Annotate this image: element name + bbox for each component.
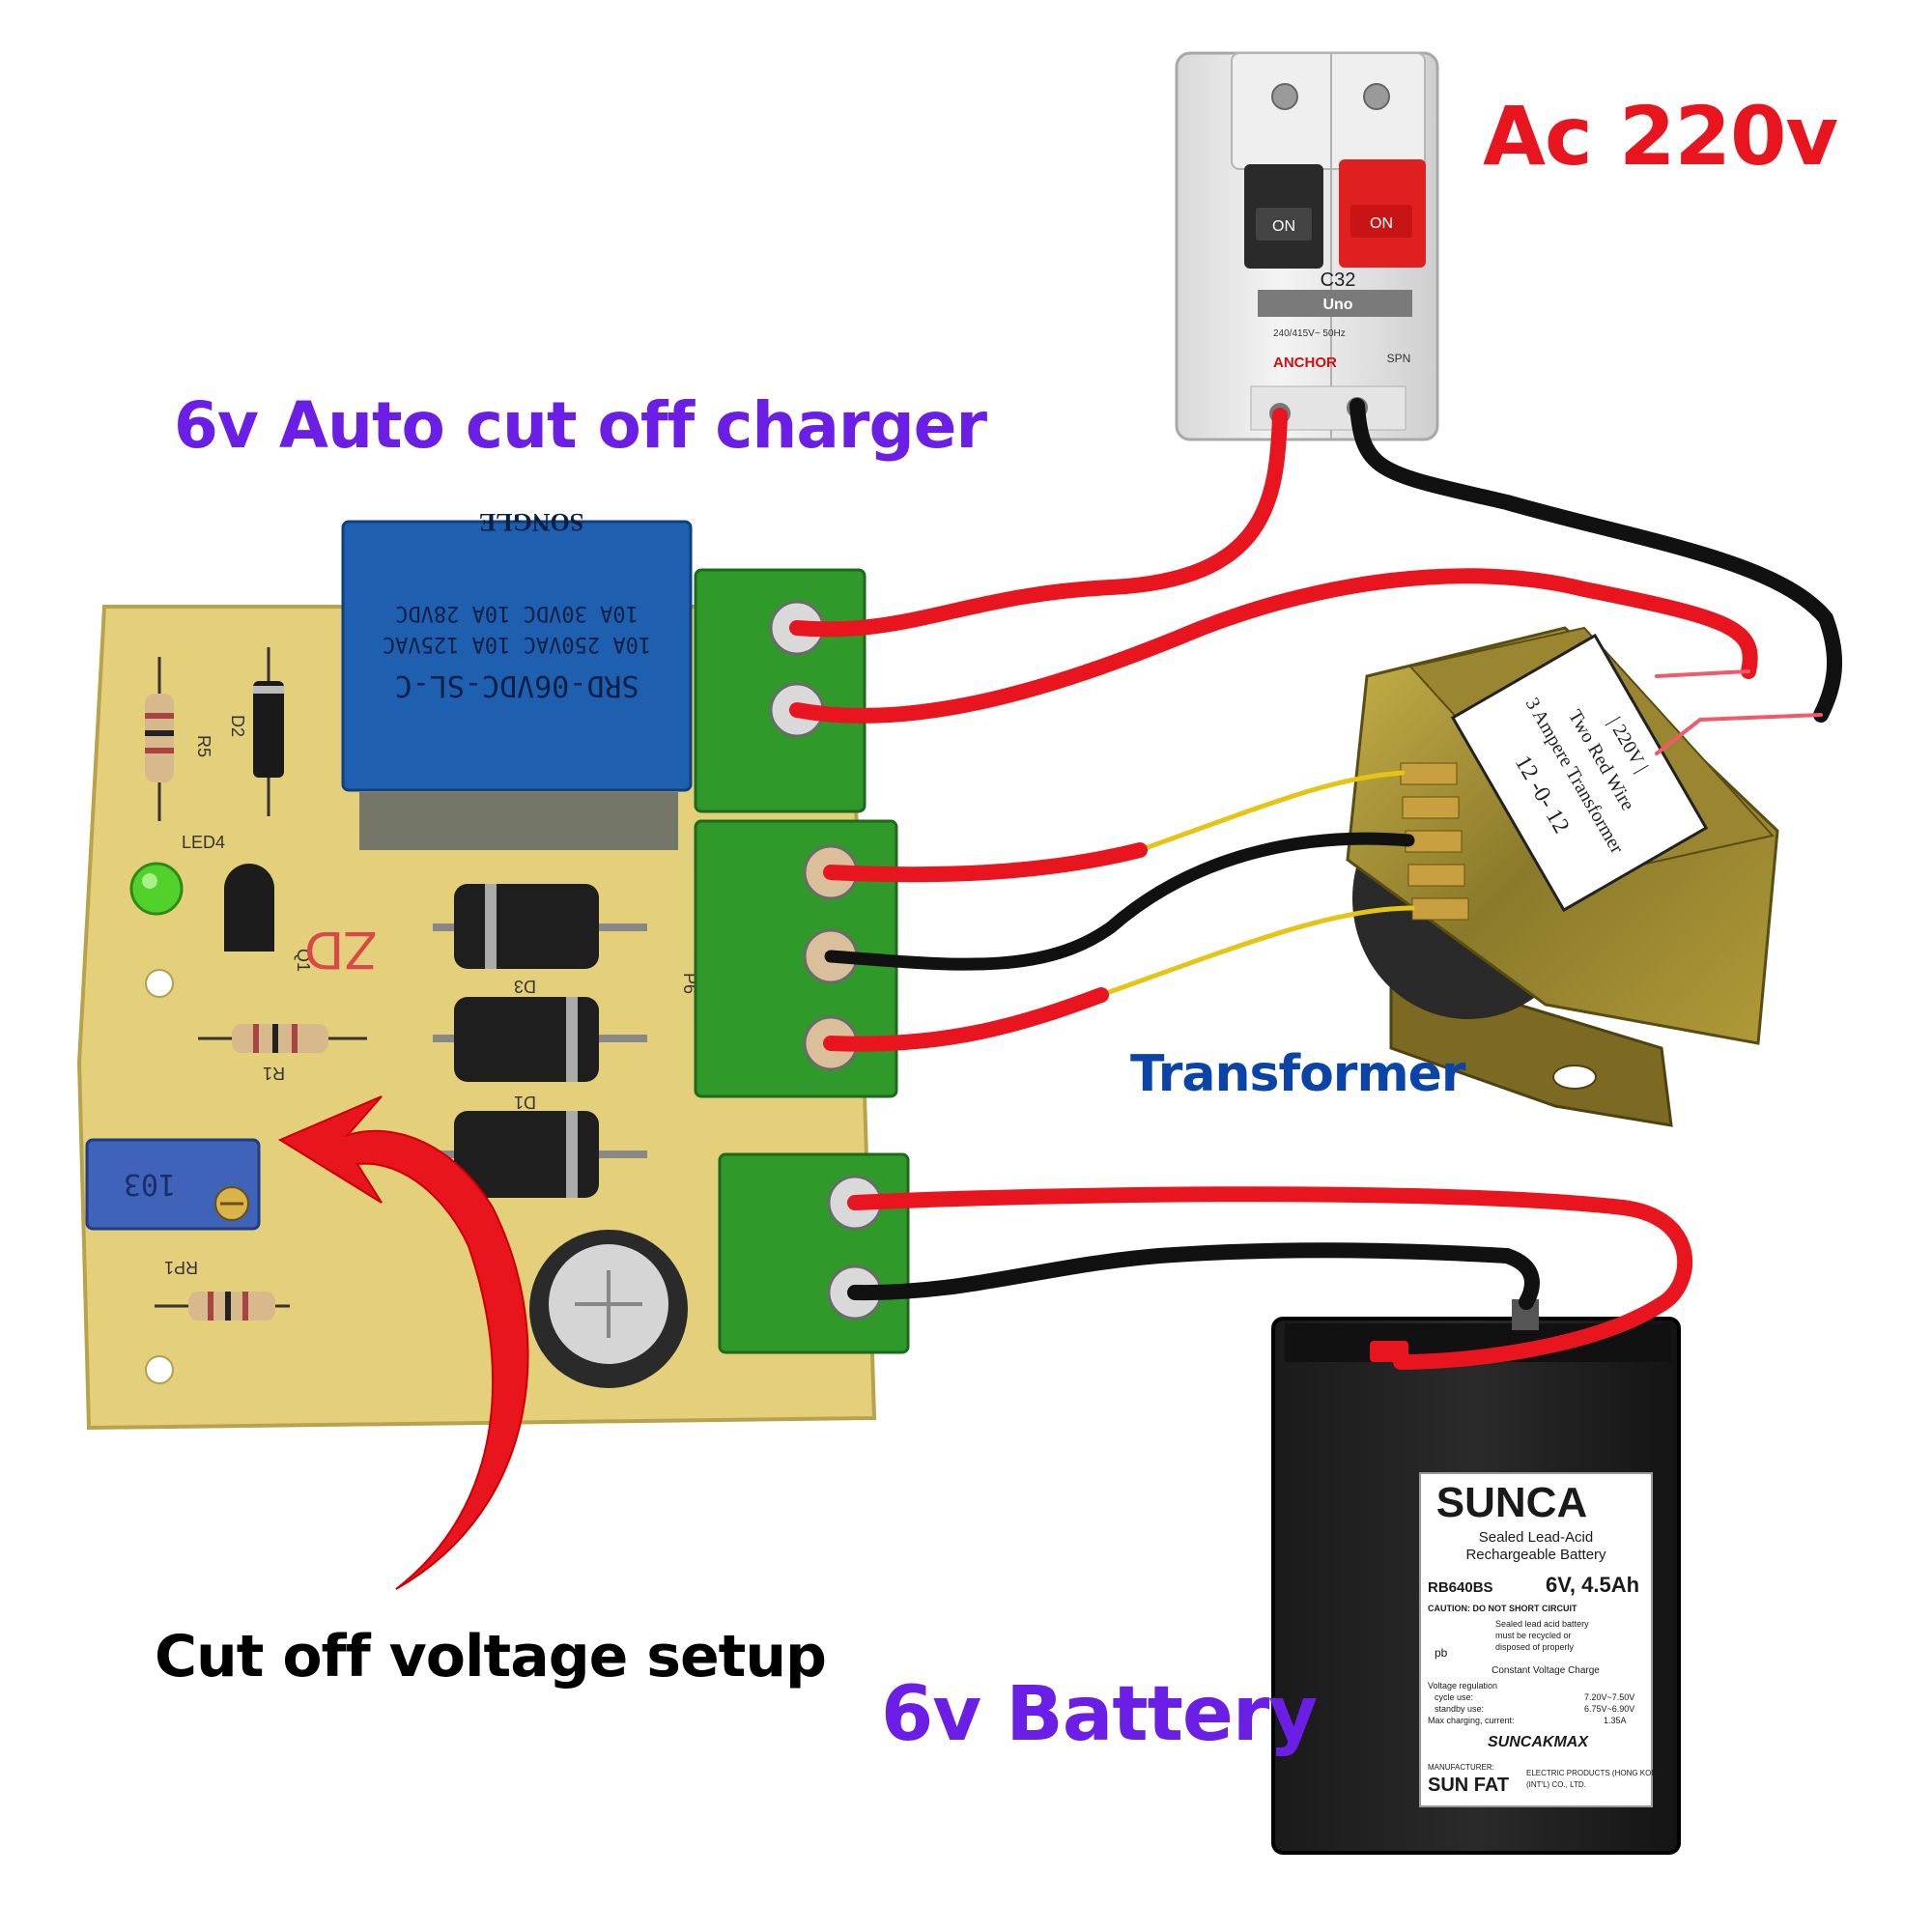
transformer-label-text: Transformer [1130, 1045, 1466, 1103]
breaker-model: Uno [1322, 297, 1352, 313]
resistor-r5 [145, 657, 174, 821]
battery-standby: standby use: [1435, 1704, 1484, 1714]
silk-q1: Q1 [294, 949, 313, 972]
battery-reg: Voltage regulation [1428, 1681, 1497, 1690]
resistor-r2 [155, 1292, 290, 1321]
silk-d2: D2 [228, 715, 247, 737]
potentiometer[interactable]: 103 [85, 1138, 261, 1231]
ac-supply-label: Ac 220v [1483, 89, 1838, 184]
terminal-block-transformer [694, 819, 898, 1098]
battery: SUNCA Sealed Lead-Acid Rechargeable Batt… [1271, 1299, 1681, 1855]
silk-rp1: RP1 [164, 1258, 198, 1277]
relay-rating-1: 10A 250VAC 10A 125VAC [383, 632, 651, 656]
led-indicator-icon [129, 862, 184, 916]
breaker-type: SPN [1387, 352, 1411, 365]
battery-charge-title: Constant Voltage Charge [1492, 1665, 1600, 1676]
diode-d4 [433, 997, 647, 1082]
battery-warn-1: Sealed lead acid battery [1495, 1619, 1589, 1629]
wire-secondary-red-2 [823, 987, 1109, 1052]
breaker-top-block [1231, 52, 1426, 170]
charger-title-label: 6v Auto cut off charger [174, 388, 987, 463]
cutoff-arrow-icon [277, 1095, 529, 1590]
circuit-breaker: ON ON C32 Uno 240/415V~ 50Hz ANCHOR SPN [1175, 51, 1439, 441]
screw-icon [1271, 83, 1298, 110]
battery-desc-2: Rechargeable Battery [1465, 1547, 1606, 1563]
breaker-on-left: ON [1272, 218, 1295, 235]
terminal-block-battery [718, 1152, 910, 1354]
battery-caution: CAUTION: DO NOT SHORT CIRCUIT [1428, 1604, 1577, 1613]
silk-r5: R5 [194, 735, 213, 757]
battery-warn-3: disposed of properly [1495, 1642, 1575, 1652]
transformer-label [1450, 633, 1709, 913]
transistor-q1 [224, 864, 274, 952]
breaker-on-right: ON [1370, 215, 1393, 232]
wire-secondary-yellow-1 [1137, 770, 1406, 853]
battery-cycle: cycle use: [1435, 1692, 1473, 1702]
battery-brand: SUNCA [1436, 1479, 1587, 1526]
capacitor [529, 1230, 688, 1388]
board-mark: ZD [304, 921, 377, 981]
wire-secondary-red-1 [823, 842, 1148, 883]
diode-d3 [433, 884, 647, 969]
battery-mfr-co2: (INT'L) CO., LTD. [1526, 1780, 1586, 1789]
terminal-block-ac [694, 568, 867, 813]
wire-battery-black [847, 1242, 1540, 1310]
breaker-rating: C32 [1321, 270, 1356, 291]
cutoff-setup-label: Cut off voltage setup [155, 1623, 827, 1690]
wire-secondary-yellow-2 [1098, 905, 1415, 998]
mount-hole [145, 1355, 174, 1384]
battery-standby-val: 6.75V~6.90V [1584, 1704, 1634, 1714]
charger-pcb: SRD-06VDC-SL-C 10A 250VAC 10A 125VAC 10A… [76, 508, 910, 1431]
relay: SRD-06VDC-SL-C 10A 250VAC 10A 125VAC 10A… [341, 508, 693, 850]
recycle-icon: pb [1435, 1646, 1448, 1660]
screw-icon [1363, 83, 1390, 110]
battery-label [1419, 1472, 1653, 1807]
wire-battery-red [847, 1186, 1693, 1370]
wire-relay-red [789, 568, 1758, 724]
wires [789, 398, 1842, 1370]
battery-cycle-val: 7.20V~7.50V [1584, 1692, 1634, 1702]
battery-desc-1: Sealed Lead-Acid [1479, 1529, 1593, 1546]
battery-mfr-name: SUN FAT [1428, 1775, 1509, 1796]
wire-ac-red [789, 408, 1288, 638]
battery-mfr-co: ELECTRIC PRODUCTS (HONG KONG) [1526, 1769, 1665, 1777]
battery-mfr: MANUFACTURER: [1428, 1763, 1494, 1772]
wire-ac-black [1350, 398, 1842, 723]
wire-secondary-black [824, 832, 1415, 971]
breaker-brand: ANCHOR [1273, 355, 1337, 371]
wire-primary-pink [1655, 669, 1750, 678]
breaker-spec: 240/415V~ 50Hz [1273, 328, 1346, 339]
silk-d1: D1 [514, 1093, 536, 1112]
transformer: | 220V | Two Red Wire 3 Ampere Transform… [1346, 626, 1779, 1127]
battery-warn-2: must be recycled or [1495, 1631, 1572, 1640]
battery-maxc-val: 1.35A [1604, 1716, 1627, 1725]
battery-maxc: Max charging, current: [1428, 1716, 1515, 1725]
battery-label-text: 6v Battery [881, 1671, 1318, 1758]
silk-d3: D3 [514, 977, 536, 996]
battery-model: RB640BS [1428, 1579, 1493, 1596]
battery-rating: 6V, 4.5Ah [1546, 1573, 1639, 1597]
wire-primary-pink [1655, 713, 1823, 755]
relay-rating-2: 10A 30VDC 10A 28VDC [395, 601, 639, 625]
relay-model: SRD-06VDC-SL-C [395, 668, 639, 702]
relay-brand: SONGLE [479, 508, 583, 536]
battery-sub-brand: SUNCAKMAX [1488, 1734, 1589, 1750]
diode-d2 [253, 647, 284, 816]
silk-led4: LED4 [182, 833, 225, 852]
resistor-r1 [198, 1024, 367, 1053]
pot-label: 103 [124, 1167, 176, 1201]
mount-hole [145, 969, 174, 998]
silk-r1: R1 [263, 1064, 285, 1083]
diode-d1 [433, 1111, 647, 1198]
